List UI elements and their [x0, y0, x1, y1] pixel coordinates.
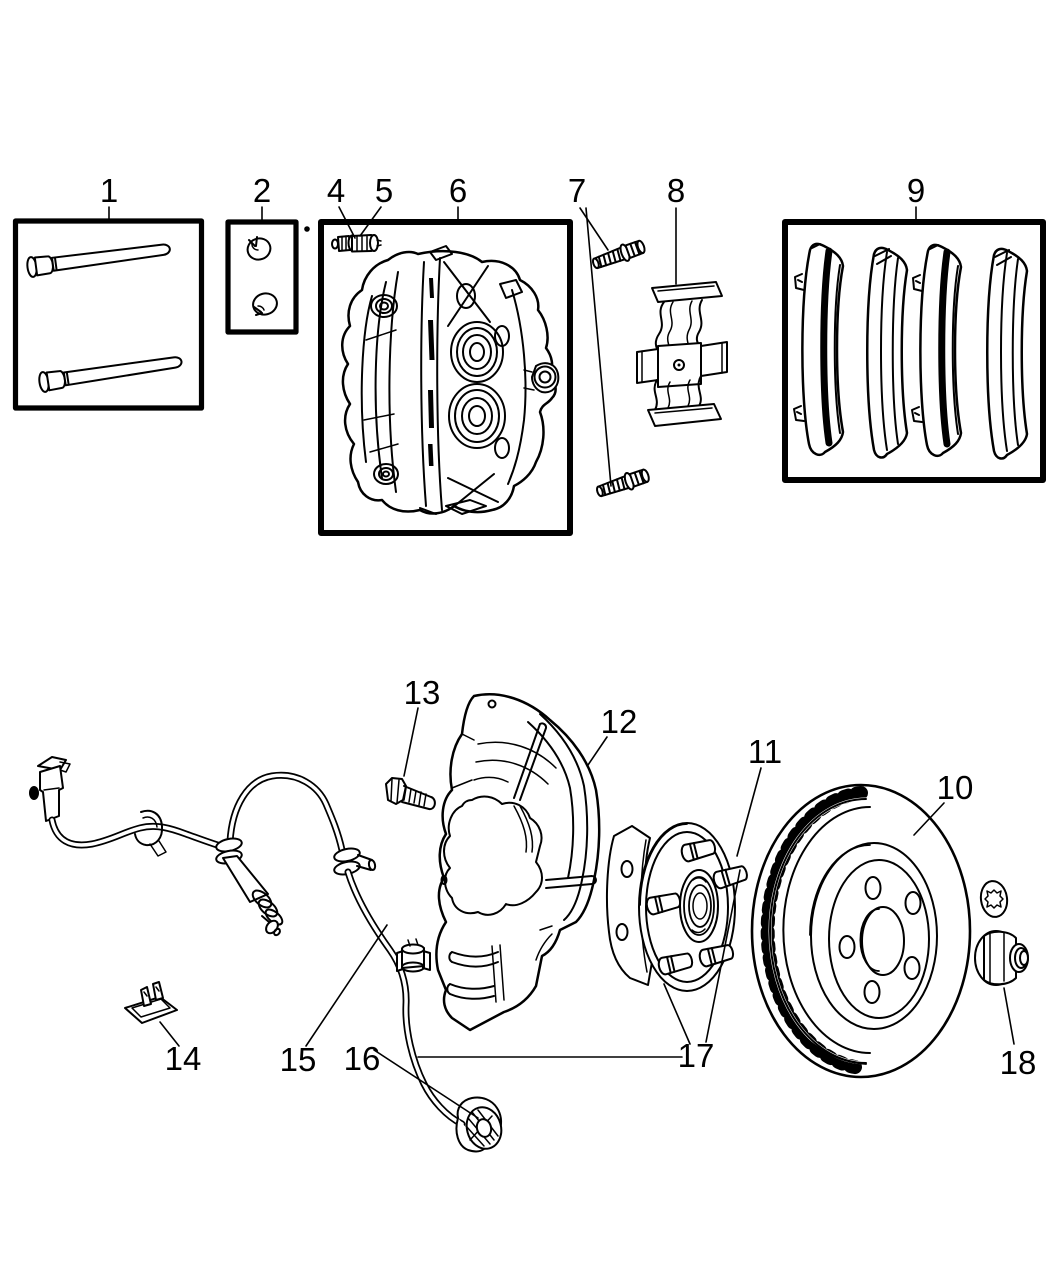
cable-clip-a	[134, 809, 167, 857]
bushing-cap-kit-box	[225, 219, 299, 335]
dot-mark	[304, 226, 310, 232]
wheel-speed-sensor-tip	[455, 1096, 503, 1153]
callout-13: 13	[404, 674, 441, 711]
brake-pad-backed-1	[794, 244, 843, 455]
guide-pin-upper	[25, 237, 173, 279]
callout-14: 14	[165, 1040, 202, 1077]
callout-6: 6	[449, 172, 467, 209]
cable-clip-b	[396, 938, 431, 973]
callout-9: 9	[907, 172, 925, 209]
callout-2: 2	[253, 172, 271, 209]
callout-4: 4	[327, 172, 345, 209]
leader-lines	[108, 206, 1015, 1119]
cap-lower	[252, 292, 278, 316]
abs-sensor-harness	[29, 756, 503, 1153]
rotor-lug-holes	[838, 876, 922, 1004]
caliper-bolt-upper	[589, 236, 648, 274]
callout-7: 7	[568, 172, 586, 209]
callout-18: 18	[1000, 1044, 1037, 1081]
callout-8: 8	[667, 172, 685, 209]
grommet-upper	[215, 837, 284, 937]
callout-12: 12	[601, 703, 638, 740]
hub-center-bore	[679, 869, 719, 943]
caliper-ear-ring	[523, 362, 560, 394]
brake-pad-plain-1	[866, 246, 909, 459]
grommet-lower	[333, 847, 377, 876]
cap-upper	[246, 236, 272, 261]
anti-rattle-clip	[636, 281, 728, 427]
brake-pad-plain-2	[986, 247, 1029, 460]
callout-5: 5	[375, 172, 393, 209]
caliper-box	[318, 219, 573, 536]
callout-labels: 1 2 4 5 6 7 8 9 10 11 12 13 14 15 16 17 …	[100, 172, 1037, 1081]
hub-nut	[974, 930, 1029, 986]
callout-17: 17	[678, 1037, 715, 1074]
harness-connector	[29, 756, 71, 822]
brake-pad-backed-2	[912, 245, 961, 456]
callout-1: 1	[100, 172, 118, 209]
brake-rotor	[750, 783, 972, 1079]
callout-10: 10	[937, 769, 974, 806]
splash-shield	[435, 693, 601, 1032]
brake-caliper-drawing	[341, 245, 560, 515]
bleeder-screw	[331, 234, 382, 253]
spindle-washer	[979, 880, 1009, 918]
callout-11: 11	[748, 733, 782, 770]
shield-bolt	[385, 777, 436, 811]
retainer-clip	[124, 981, 178, 1024]
hub-bearing-assembly	[605, 822, 750, 992]
guide-pin-kit-box	[12, 218, 205, 411]
guide-pin-lower	[37, 350, 184, 394]
brake-pads-box	[782, 219, 1046, 483]
caliper-bolt-lower	[593, 465, 652, 502]
callout-15: 15	[280, 1041, 317, 1078]
callout-16: 16	[344, 1040, 381, 1077]
